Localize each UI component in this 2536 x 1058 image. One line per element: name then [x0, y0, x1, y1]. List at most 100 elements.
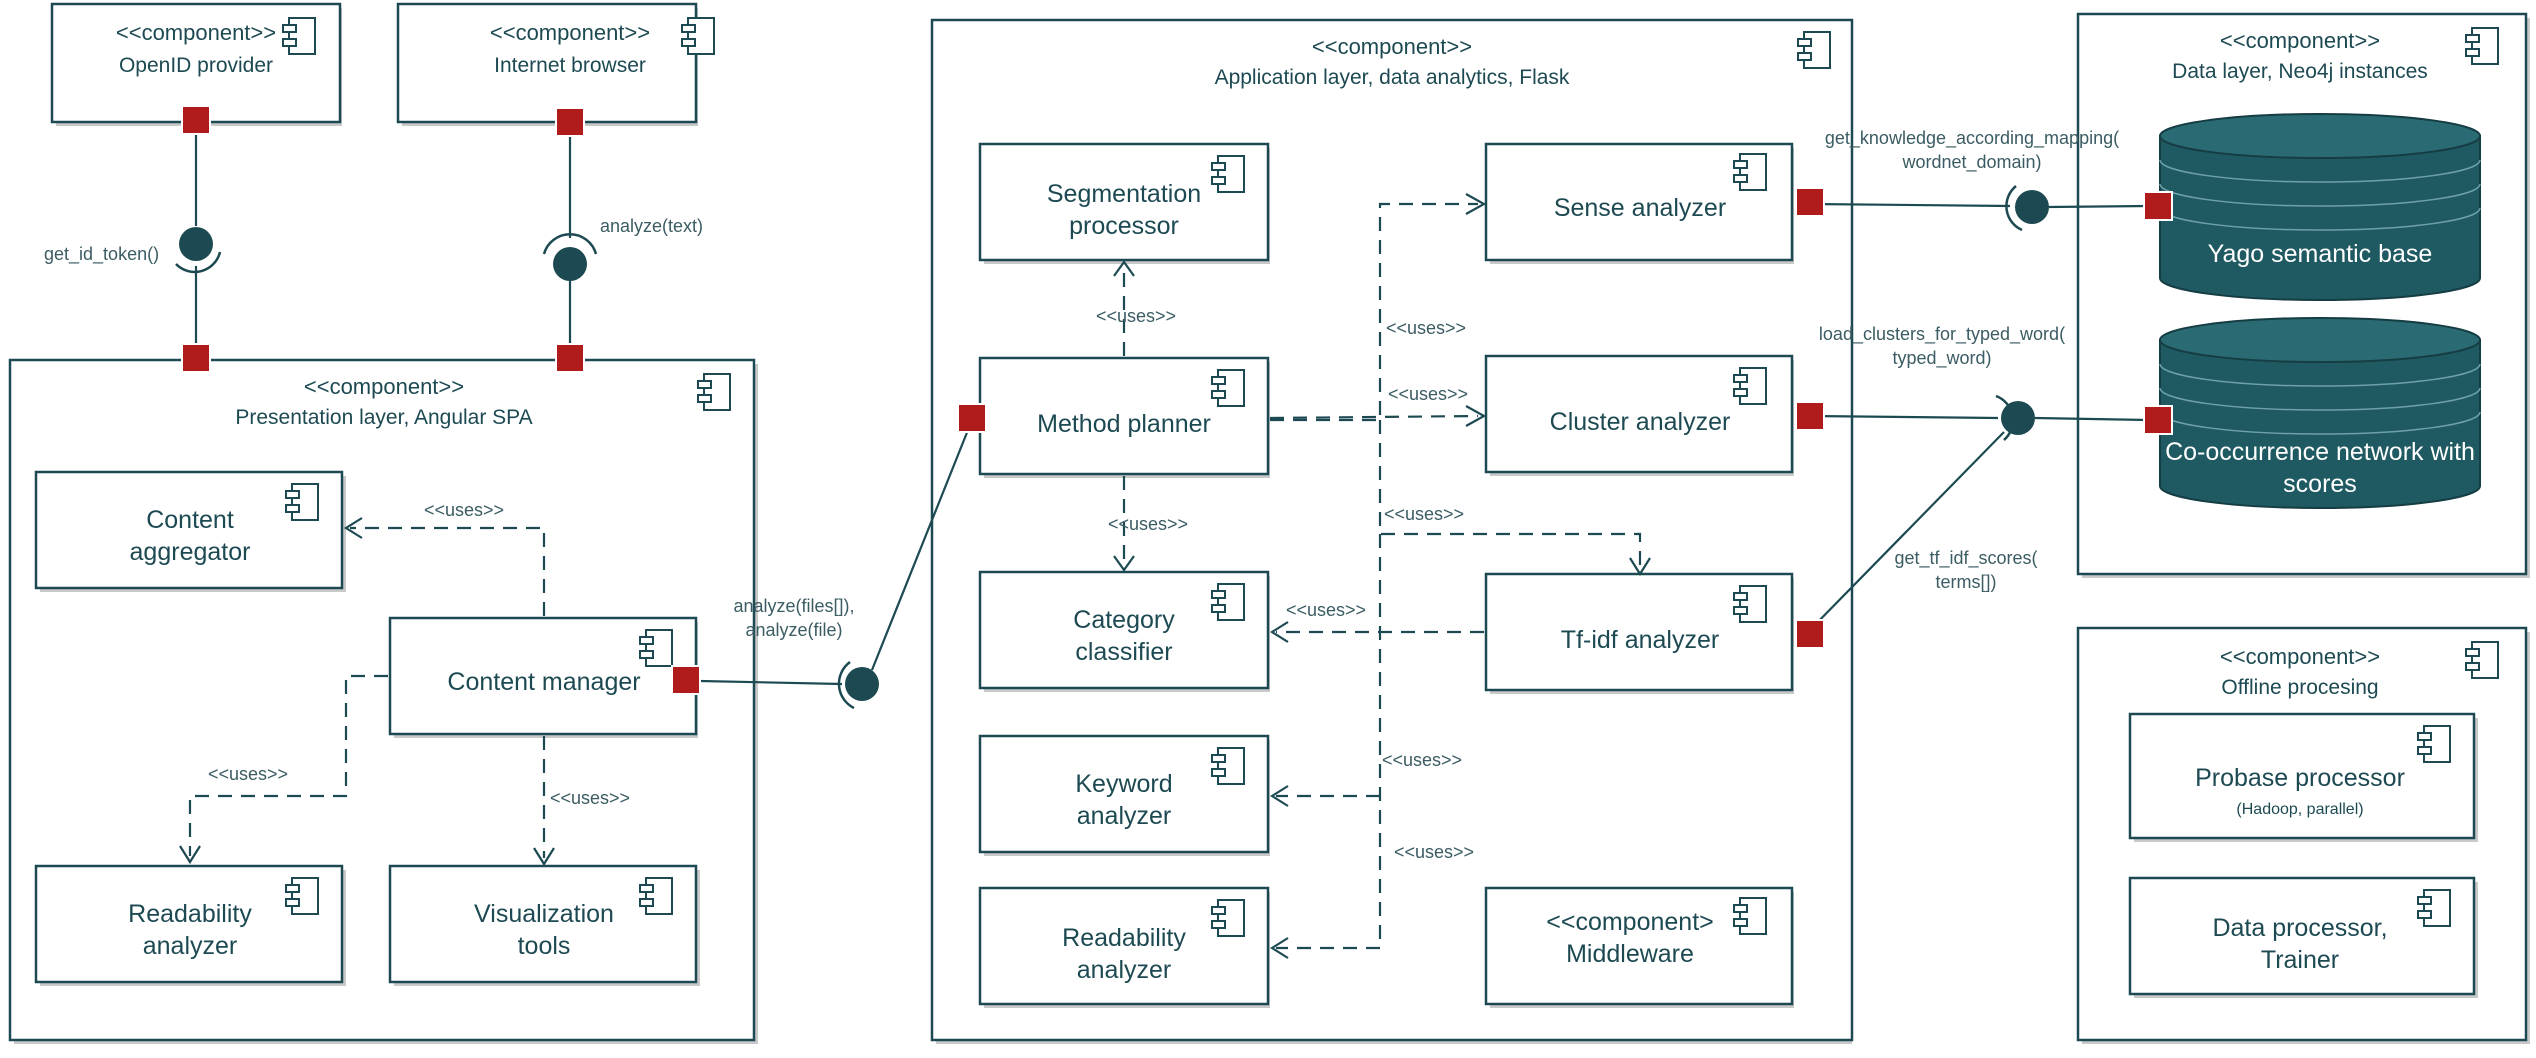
uses-label: <<uses>> [550, 788, 630, 808]
openid-provider-title: OpenID provider [119, 54, 273, 77]
provided-interface-ball [845, 667, 879, 701]
segmentation-processor-label: processor [1069, 212, 1179, 240]
uses-dependency [350, 526, 546, 616]
sense-analyzer-component[interactable]: Sense analyzer [1484, 142, 1794, 264]
stereotype-label: <<component> [1546, 908, 1714, 936]
tfidf-label: terms[]) [1936, 572, 1997, 592]
stereotype-label: <<component>> [2220, 644, 2380, 669]
port[interactable] [957, 403, 987, 433]
readability-analyzer-label: analyzer [1077, 956, 1172, 984]
uses-label: <<uses>> [1388, 384, 1468, 404]
port[interactable] [1795, 401, 1825, 431]
probase-processor-sublabel: (Hadoop, parallel) [2236, 801, 2363, 818]
internet-browser-component[interactable]: <<component>> Internet browser [396, 2, 715, 126]
cooccurrence-database-label: Co-occurrence network with [2165, 438, 2475, 466]
tfidf-analyzer-label: Tf-idf analyzer [1561, 626, 1719, 654]
application-layer-title: Application layer, data analytics, Flask [1215, 66, 1570, 89]
cooccurrence-database-label: scores [2283, 470, 2357, 498]
uses-label: <<uses>> [424, 500, 504, 520]
cooccurrence-database[interactable]: Co-occurrence network with scores [2159, 317, 2481, 509]
readability-analyzer-label: Readability [1062, 924, 1186, 952]
analyze-files-label: analyze(file) [745, 620, 842, 640]
port[interactable] [1795, 619, 1825, 649]
content-aggregator-label: aggregator [130, 538, 251, 566]
required-interface-socket [175, 251, 222, 274]
category-classifier-label: Category [1073, 606, 1175, 634]
provided-interface-ball [553, 247, 587, 281]
stereotype-label: <<component>> [1312, 34, 1472, 59]
port[interactable] [2143, 405, 2173, 435]
uses-dependency [1276, 534, 1382, 950]
uses-label: <<uses>> [1384, 504, 1464, 524]
provided-interface-ball [2015, 190, 2049, 224]
internet-browser-title: Internet browser [494, 54, 646, 77]
keyword-analyzer-component[interactable]: Keyword analyzer [978, 734, 1270, 856]
presentation-readability-analyzer-component[interactable]: Readability analyzer [34, 864, 346, 986]
category-classifier-label: classifier [1075, 638, 1172, 666]
provided-interface-ball [2001, 401, 2035, 435]
offline-processing-title: Offline procesing [2221, 676, 2378, 699]
uses-dependency [1378, 420, 1642, 568]
keyword-analyzer-label: analyzer [1077, 802, 1172, 830]
port[interactable] [671, 665, 701, 695]
middleware-label: Middleware [1566, 940, 1694, 968]
uses-dependency [1269, 414, 1479, 420]
application-readability-analyzer-component[interactable]: Readability analyzer [978, 886, 1270, 1008]
analyze-text-label: analyze(text) [600, 216, 703, 236]
content-manager-component[interactable]: Content manager [388, 616, 698, 738]
stereotype-label: <<component>> [490, 20, 650, 45]
data-layer-title: Data layer, Neo4j instances [2172, 60, 2428, 83]
get-id-token-label: get_id_token() [44, 244, 159, 265]
port[interactable] [555, 343, 585, 373]
probase-processor-label: Probase processor [2195, 764, 2405, 792]
required-interface-socket [837, 660, 855, 710]
presentation-layer-title: Presentation layer, Angular SPA [235, 406, 532, 429]
port[interactable] [1795, 187, 1825, 217]
visualization-tools-component[interactable]: Visualization tools [388, 864, 700, 986]
port[interactable] [181, 343, 211, 373]
stereotype-label: <<component>> [116, 20, 276, 45]
readability-analyzer-label: analyzer [143, 932, 238, 960]
content-aggregator-component[interactable]: Content aggregator [34, 470, 346, 592]
visualization-tools-label: tools [518, 932, 571, 960]
content-aggregator-label: Content [146, 506, 234, 534]
category-classifier-component[interactable]: Category classifier [978, 570, 1270, 692]
method-planner-component[interactable]: Method planner [978, 356, 1270, 478]
yago-database[interactable]: Yago semantic base [2159, 113, 2481, 301]
tfidf-analyzer-component[interactable]: Tf-idf analyzer [1484, 572, 1794, 694]
yago-database-label: Yago semantic base [2208, 240, 2433, 268]
stereotype-label: <<component>> [304, 374, 464, 399]
openid-provider-component[interactable]: <<component>> OpenID provider [50, 2, 342, 126]
keyword-analyzer-label: Keyword [1075, 770, 1172, 798]
required-interface-socket [2005, 185, 2023, 232]
port[interactable] [2143, 191, 2173, 221]
data-processor-label: Trainer [2261, 946, 2339, 974]
method-planner-label: Method planner [1037, 410, 1211, 438]
data-processor-label: Data processor, [2212, 914, 2387, 942]
provided-interface-ball [179, 227, 213, 261]
uses-label: <<uses>> [1096, 306, 1176, 326]
uses-label: <<uses>> [208, 764, 288, 784]
stereotype-label: <<component>> [2220, 28, 2380, 53]
port[interactable] [555, 107, 585, 137]
cluster-analyzer-label: Cluster analyzer [1550, 408, 1731, 436]
segmentation-processor-component[interactable]: Segmentation processor [978, 142, 1270, 264]
uses-label: <<uses>> [1386, 318, 1466, 338]
port[interactable] [181, 105, 211, 135]
content-manager-label: Content manager [447, 668, 640, 696]
data-processor-component[interactable]: Data processor, Trainer [2128, 876, 2478, 998]
uses-dependency [1270, 202, 1478, 422]
uses-label: <<uses>> [1394, 842, 1474, 862]
tfidf-label: get_tf_idf_scores( [1894, 548, 2037, 569]
uses-label: <<uses>> [1286, 600, 1366, 620]
visualization-tools-label: Visualization [474, 900, 614, 928]
uses-label: <<uses>> [1382, 750, 1462, 770]
cluster-analyzer-component[interactable]: Cluster analyzer [1484, 354, 1794, 476]
segmentation-processor-label: Segmentation [1047, 180, 1201, 208]
middleware-component[interactable]: <<component> Middleware [1484, 886, 1794, 1008]
uses-label: <<uses>> [1108, 514, 1188, 534]
probase-processor-component[interactable]: Probase processor (Hadoop, parallel) [2128, 712, 2478, 842]
sense-analyzer-label: Sense analyzer [1554, 194, 1726, 222]
knowledge-label: get_knowledge_according_mapping( [1825, 128, 2119, 149]
